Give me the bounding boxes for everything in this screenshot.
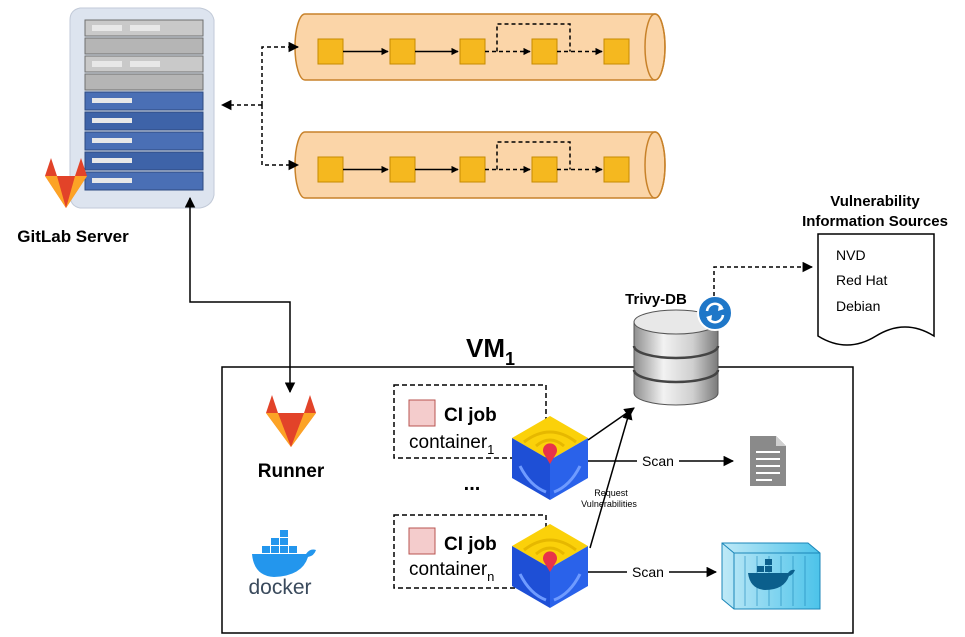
vuln-sources-title-1: Vulnerability — [830, 193, 920, 210]
ci-job-title: CI job — [444, 534, 497, 555]
trivy-icon — [512, 416, 588, 500]
runner-gitlab-logo-icon — [266, 395, 316, 447]
ci-job-subscript: 1 — [487, 442, 494, 457]
request-arrow — [587, 407, 635, 441]
vm-subscript: 1 — [505, 349, 515, 369]
ci-job-container: containern — [409, 559, 494, 584]
pipeline-top-stages — [317, 23, 630, 65]
stage-node — [603, 156, 630, 183]
vm-box — [221, 366, 854, 634]
refresh-icon — [697, 295, 733, 331]
ci-job-container: container1 — [409, 432, 494, 457]
gitlab-server — [69, 7, 215, 209]
report-document-icon — [750, 436, 786, 486]
job-square-icon — [408, 399, 436, 427]
ellipsis: ... — [464, 473, 481, 495]
docker-logo-icon: docker — [248, 530, 316, 599]
pipeline-bottom-stages — [317, 141, 630, 183]
vm-label: VM1 — [466, 333, 515, 369]
runner-label: Runner — [258, 461, 325, 482]
stage-node — [317, 38, 344, 65]
vuln-source-item: Red Hat — [836, 272, 887, 288]
server-runner-connector — [184, 196, 296, 394]
request-arrow — [589, 408, 633, 549]
ci-job-subscript: n — [487, 569, 494, 584]
vulnerability-sources: Vulnerability Information Sources NVD Re… — [802, 193, 948, 346]
server-rack-icon — [84, 19, 204, 191]
stage-node — [603, 38, 630, 65]
server-pipeline-connectors — [220, 41, 300, 171]
gitlab-logo-icon — [45, 158, 87, 208]
stage-node — [317, 156, 344, 183]
docker-wordmark: docker — [248, 576, 311, 599]
trivy-db-icon — [632, 309, 720, 406]
stage-node — [459, 38, 486, 65]
vuln-sources-title-2: Information Sources — [802, 213, 948, 230]
gitlab-server-label: GitLab Server — [17, 227, 129, 246]
request-label: Vulnerabilities — [581, 499, 637, 509]
stage-node — [459, 156, 486, 183]
ci-job-title: CI job — [444, 405, 497, 426]
scan-label: Scan — [632, 564, 664, 580]
document-shape — [817, 233, 935, 346]
trivy-icon — [512, 524, 588, 608]
scan-label: Scan — [642, 453, 674, 469]
stage-node — [531, 156, 558, 183]
job-square-icon — [408, 527, 436, 555]
vuln-source-item: Debian — [836, 298, 880, 314]
ci-job-n: CI job containern — [393, 514, 547, 589]
container-image-icon — [721, 542, 821, 610]
stage-node — [531, 38, 558, 65]
stage-node — [389, 156, 416, 183]
vuln-source-item: NVD — [836, 247, 866, 263]
stage-node — [389, 38, 416, 65]
request-label: Request — [594, 488, 628, 498]
trivy-db-label: Trivy-DB — [625, 291, 687, 308]
db-sources-connector — [713, 261, 814, 296]
